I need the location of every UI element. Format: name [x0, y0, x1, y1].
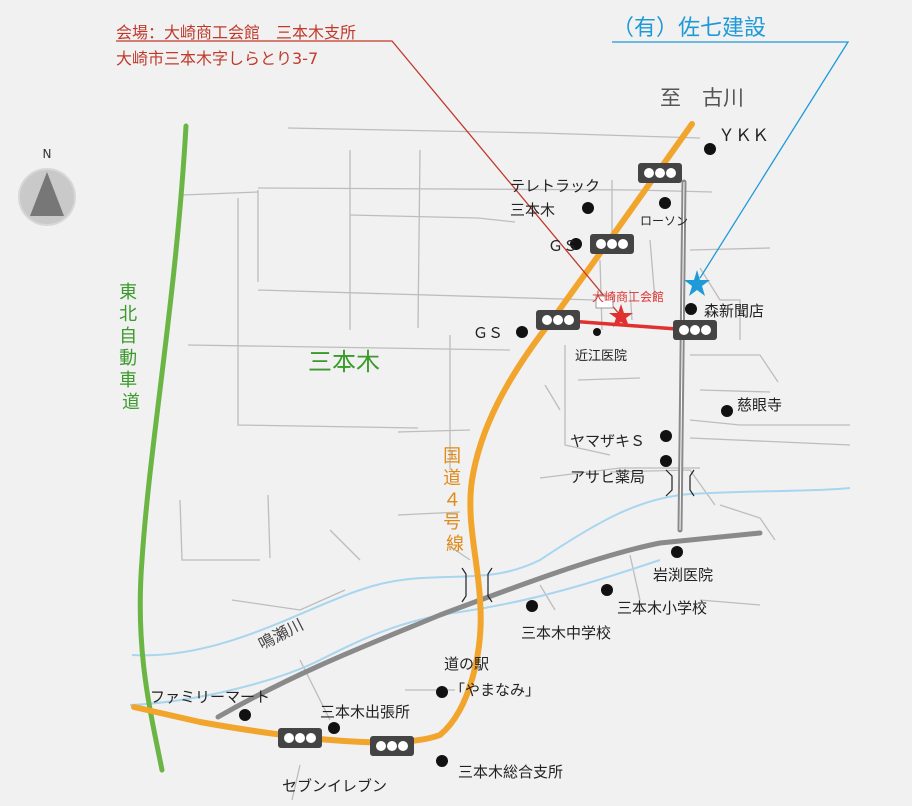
landmark-yamazaki: ヤマザキＳ — [570, 432, 645, 450]
dot-icon — [685, 303, 697, 315]
national-route-label-text: 国 道 ４ 号 線 — [443, 446, 467, 555]
company-leader — [612, 41, 850, 279]
landmark-dots — [239, 143, 733, 767]
river-label: 鳴瀬川 — [255, 615, 306, 654]
direction-to-furukawa: 至 古川 — [660, 86, 744, 110]
landmark-gs-west: ＧＳ — [473, 324, 503, 342]
expressway-label-c3: 自 — [119, 326, 137, 347]
landmark-michinoeki-line2: 「やまなみ」 — [450, 681, 540, 699]
dot-icon — [704, 143, 716, 155]
national-route-label-c3: ４ — [443, 490, 461, 511]
company-name: （有）佐七建設 — [612, 16, 766, 41]
expressway-line — [137, 123, 189, 773]
national-route-label-c4: 号 — [443, 512, 461, 533]
national-route-label: 国 道 ４ 号 線 — [443, 446, 467, 555]
landmark-junior-high: 三本木中学校 — [521, 624, 611, 642]
traffic-light-icon — [370, 736, 414, 756]
dot-icon — [570, 238, 582, 250]
national-route-label-c5: 線 — [446, 534, 464, 555]
compass-icon: N — [18, 147, 76, 226]
expressway-label-text: 東 北 自 動 車 道 — [119, 282, 143, 413]
landmark-jigen-temple: 慈眼寺 — [737, 396, 782, 414]
venue-marker-label: 大崎商工会館 — [592, 289, 664, 304]
traffic-light-icon — [638, 163, 682, 183]
landmark-lawson: ローソン — [640, 214, 688, 228]
dot-icon — [721, 405, 733, 417]
dot-icon — [660, 455, 672, 467]
dot-icon — [436, 686, 448, 698]
dot-icon — [671, 546, 683, 558]
landmark-branch-office: 三本木出張所 — [320, 703, 410, 721]
venue-building — [595, 295, 614, 309]
dot-icon — [516, 326, 528, 338]
landmark-general-branch: 三本木総合支所 — [458, 763, 563, 781]
local-roads — [215, 179, 763, 720]
dot-icon — [239, 709, 251, 721]
expressway-label-c6: 道 — [122, 392, 140, 413]
dot-icon — [582, 202, 594, 214]
expressway-label-c5: 車 — [119, 370, 137, 391]
dot-icon — [659, 197, 671, 209]
company-star-icon — [684, 270, 710, 296]
dot-icon — [601, 584, 613, 596]
compass-label: N — [43, 147, 52, 161]
national-route-4 — [131, 121, 695, 746]
venue-leader — [116, 40, 621, 316]
landmark-gs-north: ＧＳ — [548, 237, 578, 255]
national-route-label-c2: 道 — [443, 468, 461, 489]
dot-icon — [660, 430, 672, 442]
venue-address: 大崎市三本木字しらとり3-7 — [116, 49, 318, 68]
expressway-label-c4: 動 — [119, 348, 137, 369]
landmark-teletrack-line2: 三本木 — [510, 201, 555, 219]
traffic-light-icon — [536, 310, 580, 330]
traffic-light-icon — [590, 234, 634, 254]
dot-icon — [593, 328, 601, 336]
dot-icon — [328, 722, 340, 734]
local-road-centerline — [679, 181, 685, 531]
landmark-seven-eleven: セブンイレブン — [282, 777, 387, 795]
venue-star-icon — [609, 304, 633, 327]
expressway-label-c2: 北 — [119, 304, 137, 325]
landmark-oumi-clinic: 近江医院 — [575, 349, 627, 364]
landmark-mori-news: 森新聞店 — [704, 302, 764, 320]
landmark-teletrack-line1: テレトラック — [510, 177, 600, 195]
street-grid — [179, 127, 851, 801]
river — [129, 487, 851, 706]
venue-name-heading: 会場：大崎商工会館 三本木支所 — [116, 23, 356, 42]
expressway-label: 東 北 自 動 車 道 — [119, 282, 143, 413]
traffic-light-icon — [278, 728, 322, 748]
dot-icon — [436, 755, 448, 767]
landmark-elementary-school: 三本木小学校 — [617, 599, 707, 617]
landmark-asahi-pharmacy: アサヒ薬局 — [570, 468, 645, 486]
landmark-ykk: ＹＫＫ — [718, 126, 769, 146]
landmark-michinoeki-line1: 道の駅 — [444, 655, 489, 673]
landmark-familymart: ファミリーマート — [150, 688, 270, 706]
expressway-label-c1: 東 — [119, 282, 137, 303]
national-route-label-c1: 国 — [443, 446, 461, 467]
traffic-light-icon — [673, 320, 717, 340]
district-label: 三本木 — [308, 348, 380, 376]
landmark-iwabuchi-clinic: 岩渕医院 — [653, 566, 713, 584]
bridge-marks — [461, 469, 695, 603]
dot-icon — [526, 600, 538, 612]
